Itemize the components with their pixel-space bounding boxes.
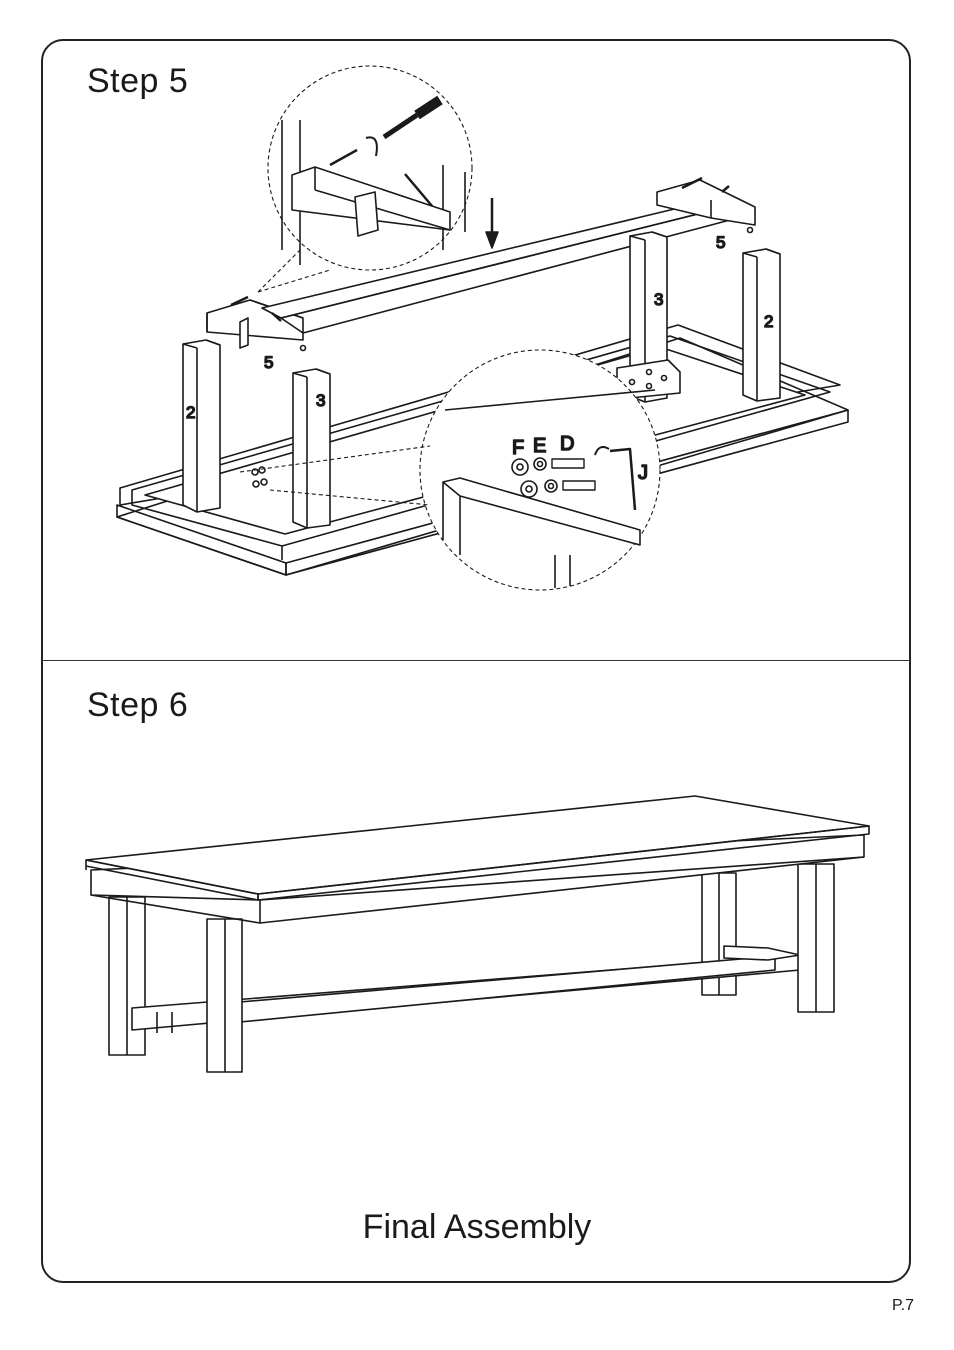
- finished-table: [86, 796, 869, 1072]
- page-number: P.7: [892, 1297, 914, 1315]
- final-assembly-caption: Final Assembly: [0, 1208, 954, 1247]
